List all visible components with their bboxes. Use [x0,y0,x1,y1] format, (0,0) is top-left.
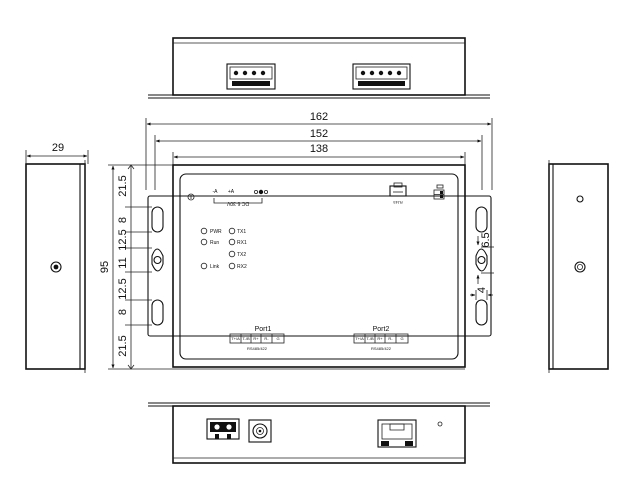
led-link [200,262,208,270]
ground-icon [187,193,195,201]
top-terminal-connector-1 [226,63,276,90]
port1-name: Port1 [255,326,272,333]
port2-pin-2: T-/B [366,336,374,341]
dc-jack [248,419,272,443]
led-label-tx2: TX2 [237,252,246,258]
led-label-tx1: TX1 [237,229,246,235]
power-label-pos: +A [228,189,235,195]
dim-chain-3: 12.5 [117,229,129,250]
hole-dimensions: 6.5 4 [470,232,494,300]
port2-pin-1: T+/A [355,336,364,341]
port2-pin-5: G [400,336,403,341]
chain-ticks [127,164,135,370]
dim-width-mid: 152 [310,128,328,140]
dim-chain-5: 12.5 [117,278,129,299]
led-label-pwr: PWR [210,229,222,235]
height-dimensions: 95 21.5 8 12.5 11 12.5 8 21.5 [99,164,173,370]
led-label-link: Link [210,264,220,270]
front-view: -A +A DC 6-30V RJ45 PWR Run [147,164,492,370]
dim-hole-width: 4 [476,287,488,293]
top-view [148,37,490,99]
led-label-run: Run [210,240,219,246]
led-rx2 [228,262,236,270]
dim-side-width: 29 [52,142,64,154]
port1-pin-3: R+ [253,336,259,341]
led-run [200,238,208,246]
dim-width-inner: 138 [310,143,328,155]
rj45-icon [389,182,407,197]
reset-hole [437,421,443,427]
port2-protocol: RS485/422 [371,346,392,351]
bottom-view [148,402,490,464]
dim-chain-1: 21.5 [117,175,129,196]
dim-chain-4: 11 [117,257,129,268]
rj45-label: RJ45 [393,200,403,205]
led-label-rx2: RX2 [237,264,247,270]
dim-chain-2: 8 [117,217,129,223]
led-tx2 [228,250,236,258]
dim-hole-height: 6.5 [480,232,492,247]
led-pwr [200,227,208,235]
led-rx1 [228,238,236,246]
port1-pin-2: T-/B [242,336,250,341]
port2-pin-4: R- [388,336,393,341]
port2-name: Port2 [373,326,390,333]
dim-chain-7: 21.5 [117,335,129,356]
led-label-rx1: RX1 [237,240,247,246]
left-mounting-slots [151,206,164,326]
power-label-neg: -A [213,189,219,195]
dim-height-total: 95 [99,261,111,273]
port2-pin-3: R+ [377,336,383,341]
led-column-left: PWR Run Link [200,227,222,270]
port2-terminal: Port2 T+/A T-/B R+ R- G RS485/422 [353,326,409,351]
left-side-view: 29 [25,142,89,373]
dim-chain-6: 8 [117,309,129,315]
width-dimensions: 162 152 138 [145,111,493,190]
dc-jack-icon [253,189,268,195]
right-mounting-slots [475,206,488,326]
port1-protocol: RS485/422 [247,346,268,351]
dim-width-outer: 162 [310,111,328,123]
rj45-port [377,419,417,448]
top-terminal-connector-2 [352,63,411,90]
power-terminal-block [206,418,240,440]
power-label-dc: DC 6-30V [226,200,249,206]
right-side-view [548,160,609,373]
port1-terminal: Port1 T+/A T-/B R+ R- G RS485/422 [229,326,285,351]
port1-pin-5: G [276,336,279,341]
led-tx1 [228,227,236,235]
dip-switch-icon [433,184,445,200]
port1-pin-1: T+/A [231,336,240,341]
led-column-right: TX1 RX1 TX2 RX2 [228,227,247,270]
port1-pin-4: R- [264,336,269,341]
